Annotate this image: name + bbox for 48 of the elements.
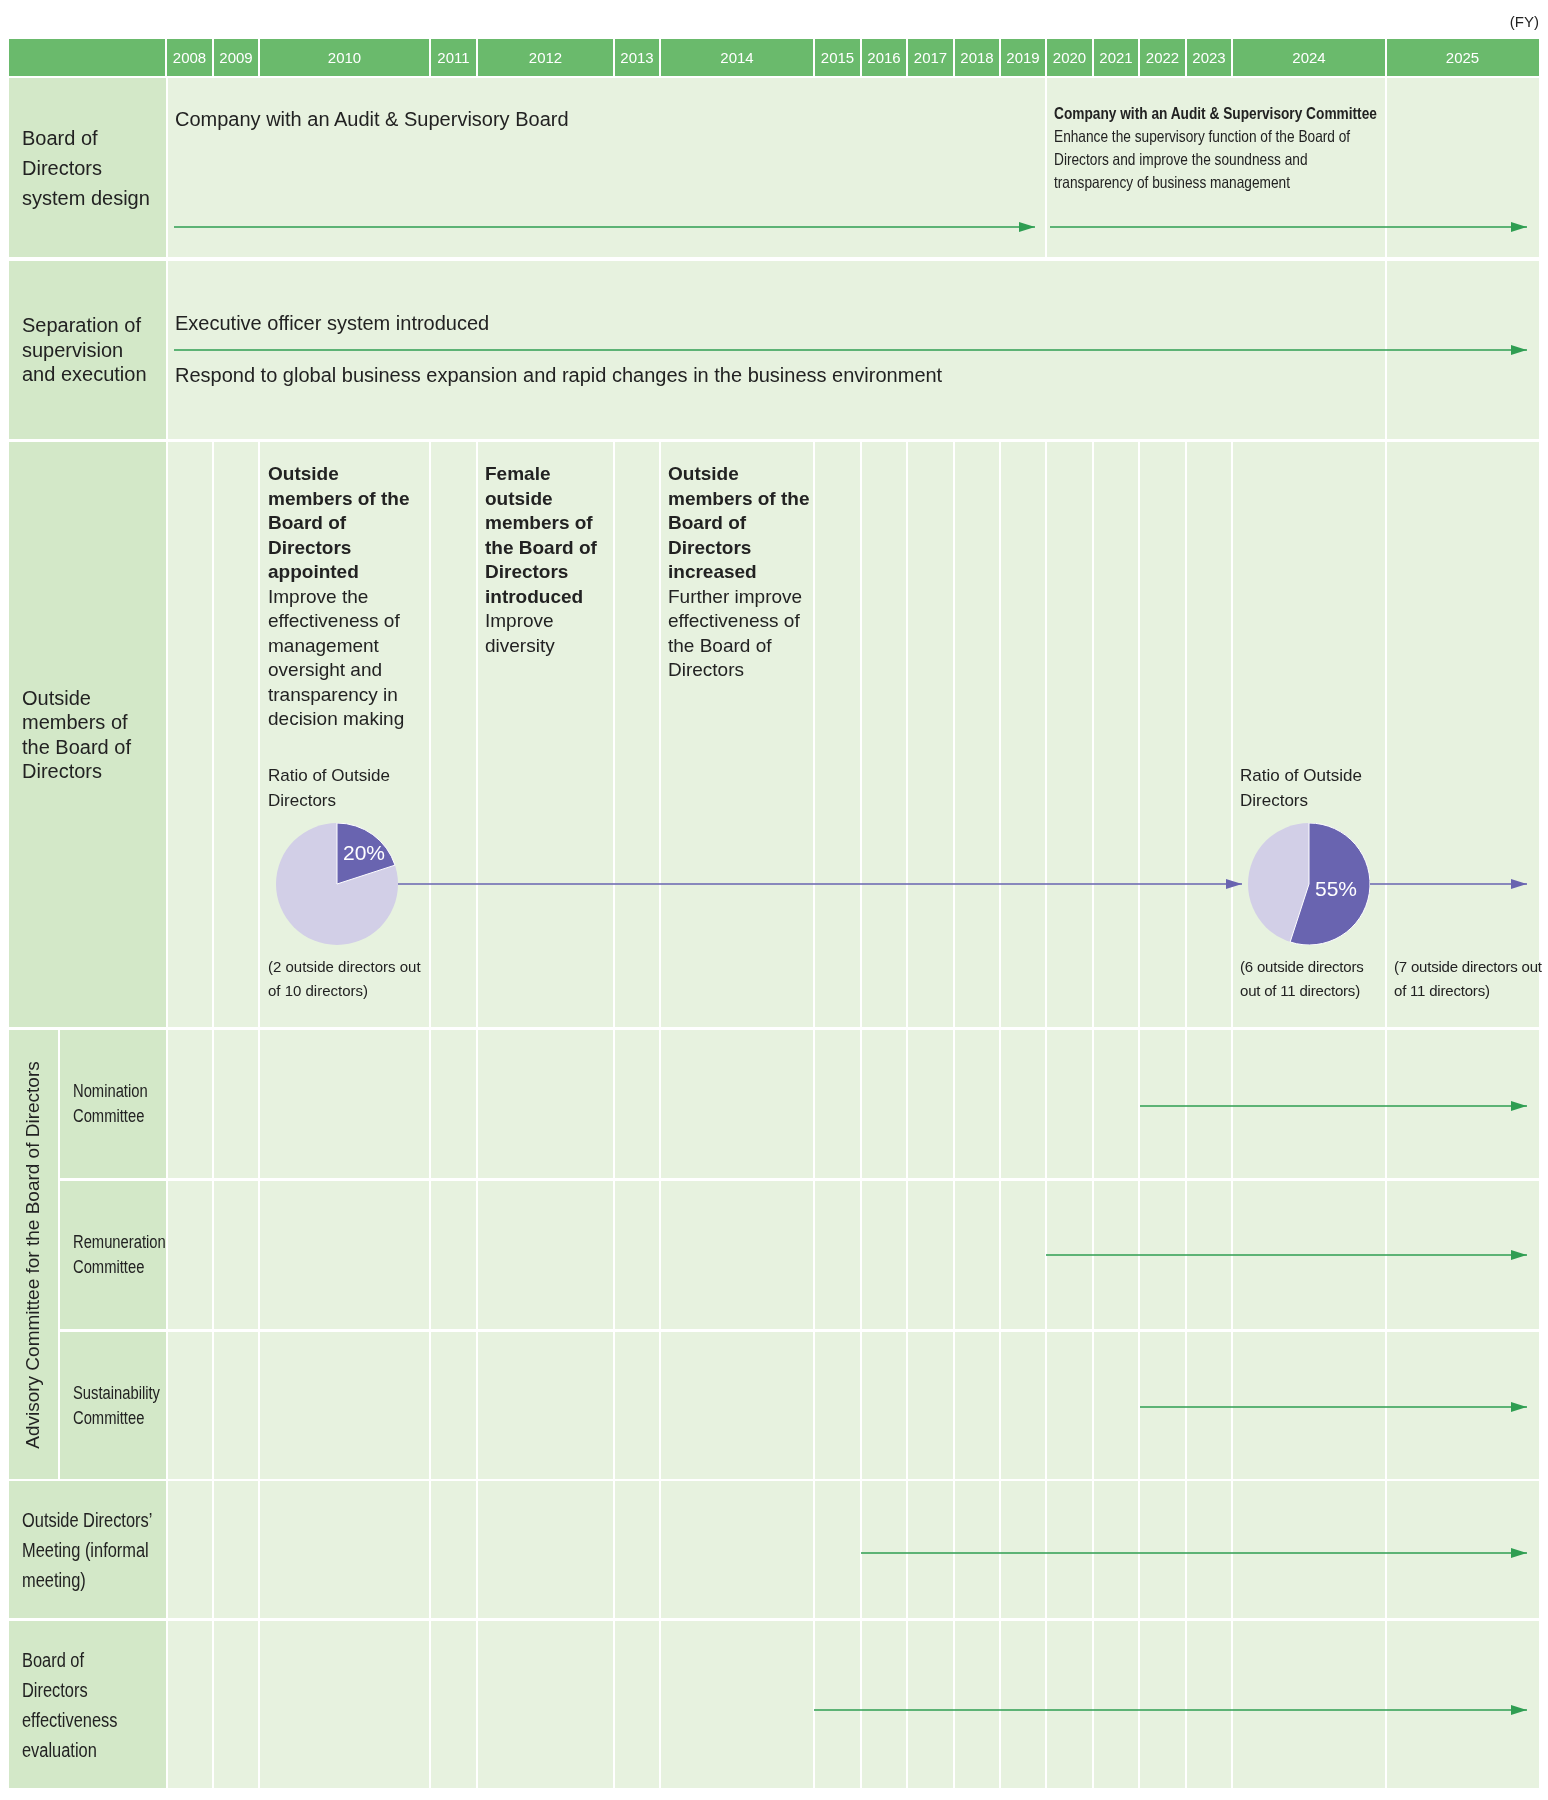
row-header-text: Board of Directors system design	[22, 125, 151, 211]
year-label: 2016	[866, 48, 902, 68]
milestone-description: Improve diversity	[485, 609, 556, 658]
percentage-label: 20%	[343, 841, 385, 865]
year-label: 2014	[719, 48, 755, 68]
timeline-note: Respond to global business expansion and rapid changes in the business environment	[175, 363, 944, 388]
milestone-description: Improve the effectiveness of management oversight and transparency in decision making	[268, 584, 406, 731]
row-header-text: Outside Directors’ Meeting (informal meeting)	[22, 1507, 153, 1593]
year-label: 2020	[1051, 48, 1088, 68]
milestone-description: Further improve effectiveness of the Board of Directors	[668, 584, 804, 682]
milestone-heading: Outside members of the Board of Directors appointed	[268, 462, 411, 584]
timeline-note: Company with an Audit & Supervisory Board	[175, 107, 570, 132]
year-label: 2013	[619, 48, 655, 68]
unit-label: (FY)	[1508, 13, 1539, 30]
year-label: 2019	[1005, 48, 1041, 68]
year-label: 2010	[326, 48, 363, 68]
timeline-note: Executive officer system introduced	[175, 311, 491, 336]
arrow	[397, 879, 1243, 889]
milestone-description: Enhance the supervisory function of the Board of Directors and improve the soundness and transparency of business management	[1054, 126, 1352, 193]
row-header-text: Advisory Committee for the Board of Directors	[21, 1060, 44, 1449]
row-header-text: Nomination Committee	[73, 1080, 149, 1128]
year-label: 2008	[171, 48, 208, 68]
row-header-text: Sustainability Committee	[73, 1381, 161, 1430]
timeline-note: (2 outside directors out of 10 directors)	[268, 957, 422, 1001]
year-label: 2015	[819, 48, 856, 68]
year-label: 2022	[1144, 48, 1181, 68]
percentage-label: 55%	[1315, 877, 1357, 901]
row-header-text: Outside members of the Board of Directors	[22, 685, 132, 784]
timeline-note: (7 outside directors out of 11 directors)	[1394, 957, 1543, 1001]
year-label: 2017	[912, 48, 949, 68]
milestone-heading: Company with an Audit & Supervisory Committee	[1054, 103, 1378, 124]
year-label: 2009	[218, 48, 254, 68]
chart-title: Ratio of Outside Directors	[1240, 765, 1363, 812]
chart-title: Ratio of Outside Directors	[268, 765, 391, 812]
row-header-text: Remuneration Committee	[73, 1231, 164, 1279]
year-label: 2021	[1098, 48, 1134, 68]
milestone-heading: Female outside members of the Board of Directors introduced	[485, 462, 598, 609]
year-label: 2025	[1444, 48, 1481, 68]
row-header-text: Separation of supervision and execution	[22, 313, 148, 387]
year-label: 2011	[436, 48, 471, 68]
row-header-text: Board of Directors effectiveness evaluation	[22, 1647, 119, 1763]
year-label: 2024	[1291, 48, 1327, 68]
year-label: 2023	[1191, 48, 1227, 68]
milestone-heading: Outside members of the Board of Directors increased	[668, 462, 810, 584]
chart-caption: (6 outside directors out of 11 directors)	[1240, 957, 1365, 1001]
arrow	[1369, 879, 1528, 889]
year-label: 2012	[527, 48, 564, 68]
year-label: 2018	[959, 48, 995, 68]
